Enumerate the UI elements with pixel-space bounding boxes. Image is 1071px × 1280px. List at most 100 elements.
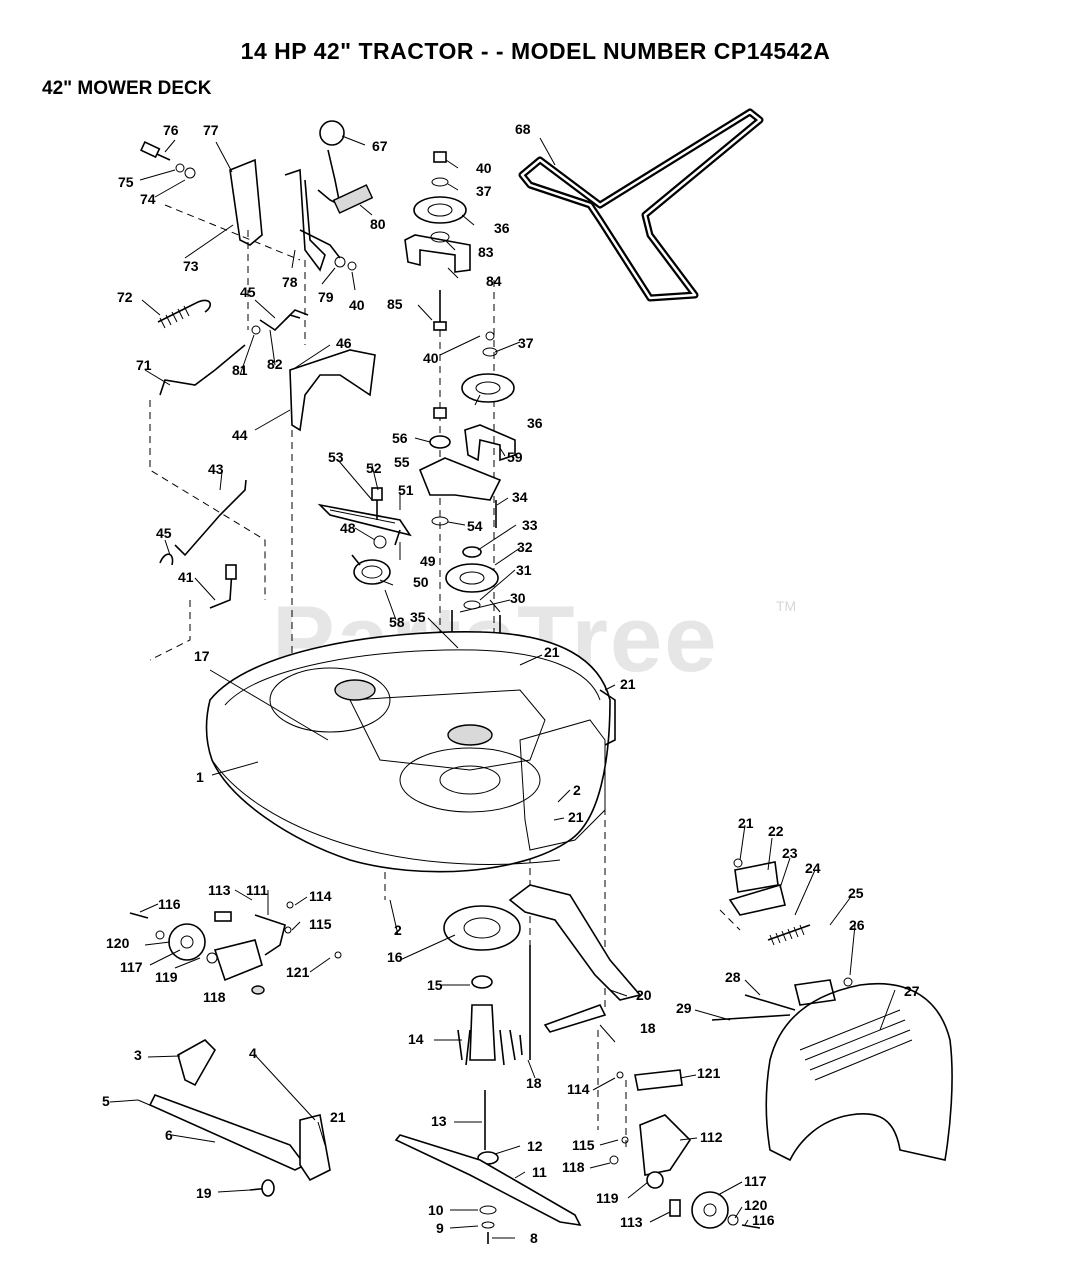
- spindle-pulley-stack: [418, 331, 516, 668]
- callout-44: 44: [232, 427, 248, 443]
- callout-13: 13: [431, 1113, 447, 1129]
- idler-arm-assembly: [317, 487, 412, 585]
- callout-37: 37: [476, 183, 492, 199]
- callout-73: 73: [183, 258, 199, 274]
- callout-113: 113: [620, 1214, 643, 1230]
- right-gauge-wheel-assembly: [609, 1069, 761, 1229]
- callout-74: 74: [140, 191, 156, 207]
- callout-68: 68: [515, 121, 531, 137]
- callout-78: 78: [282, 274, 298, 290]
- callout-81: 81: [232, 362, 248, 378]
- linkage-rods: [157, 299, 309, 609]
- callout-67: 67: [372, 138, 388, 154]
- callout-114: 114: [309, 888, 332, 904]
- callout-45: 45: [156, 525, 172, 541]
- callout-72: 72: [117, 289, 133, 305]
- callout-16: 16: [387, 949, 403, 965]
- callout-111: 111: [246, 882, 268, 898]
- callout-46: 46: [336, 335, 352, 351]
- callout-55: 55: [394, 454, 410, 470]
- trademark-mark: TM: [776, 598, 797, 614]
- callout-27: 27: [904, 983, 920, 999]
- callout-36: 36: [494, 220, 510, 236]
- callout-71: 71: [136, 357, 152, 373]
- callout-25: 25: [848, 885, 864, 901]
- callout-54: 54: [467, 518, 483, 534]
- callout-31: 31: [516, 562, 532, 578]
- callout-48: 48: [340, 520, 356, 536]
- callout-51: 51: [398, 482, 414, 498]
- idler-pulley-stack: [404, 151, 471, 331]
- callout-118: 118: [562, 1159, 585, 1175]
- callout-11: 11: [532, 1164, 547, 1180]
- callout-3: 3: [134, 1047, 142, 1063]
- callout-114: 114: [567, 1081, 590, 1097]
- callout-labels: 76 77 75 74 73 67 78 79 40 80 40 37 36 8…: [102, 121, 920, 1246]
- callout-17: 17: [194, 648, 210, 664]
- callout-leader-lines: [109, 135, 896, 1239]
- callout-21: 21: [544, 644, 560, 660]
- callout-19: 19: [196, 1185, 212, 1201]
- callout-36: 36: [527, 415, 543, 431]
- callout-4: 4: [249, 1045, 257, 1061]
- diagram-title: 14 HP 42" TRACTOR - - MODEL NUMBER CP145…: [240, 38, 831, 64]
- callout-117: 117: [744, 1173, 767, 1189]
- callout-8: 8: [530, 1230, 538, 1246]
- callout-75: 75: [118, 174, 134, 190]
- callout-21: 21: [620, 676, 636, 692]
- callout-53: 53: [328, 449, 344, 465]
- callout-59: 59: [507, 449, 523, 465]
- callout-112: 112: [700, 1129, 723, 1145]
- callout-20: 20: [636, 987, 652, 1003]
- callout-14: 14: [408, 1031, 424, 1047]
- discharge-chute: [711, 979, 953, 1162]
- belt-guard: [289, 349, 376, 432]
- callout-80: 80: [370, 216, 386, 232]
- chute-hinge-bracket: [728, 858, 853, 987]
- diagram-subtitle: 42" MOWER DECK: [42, 78, 212, 99]
- callout-45: 45: [240, 284, 256, 300]
- callout-1: 1: [196, 769, 204, 785]
- callout-115: 115: [572, 1137, 595, 1153]
- callout-9: 9: [436, 1220, 444, 1236]
- callout-113: 113: [208, 882, 231, 898]
- callout-77: 77: [203, 122, 219, 138]
- callout-21: 21: [330, 1109, 346, 1125]
- callout-118: 118: [203, 989, 226, 1005]
- callout-40: 40: [423, 350, 439, 366]
- callout-10: 10: [428, 1202, 444, 1218]
- callout-22: 22: [768, 823, 784, 839]
- discharge-chute-bracket: [508, 884, 642, 1060]
- callout-120: 120: [106, 935, 130, 951]
- callout-50: 50: [413, 574, 429, 590]
- callout-121: 121: [697, 1065, 721, 1081]
- callout-24: 24: [805, 860, 821, 876]
- callout-76: 76: [163, 122, 179, 138]
- callout-43: 43: [208, 461, 224, 477]
- callout-21: 21: [738, 815, 754, 831]
- callout-83: 83: [478, 244, 494, 260]
- callout-119: 119: [596, 1190, 619, 1206]
- callout-2: 2: [573, 782, 581, 798]
- callout-12: 12: [527, 1138, 543, 1154]
- callout-28: 28: [725, 969, 741, 985]
- callout-35: 35: [410, 609, 426, 625]
- callout-21: 21: [568, 809, 584, 825]
- callout-49: 49: [420, 553, 436, 569]
- callout-40: 40: [349, 297, 365, 313]
- callout-32: 32: [517, 539, 533, 555]
- callout-26: 26: [849, 917, 865, 933]
- callout-79: 79: [318, 289, 334, 305]
- callout-56: 56: [392, 430, 408, 446]
- callout-41: 41: [178, 569, 194, 585]
- callout-82: 82: [267, 356, 283, 372]
- callout-37: 37: [518, 335, 534, 351]
- callout-2: 2: [394, 922, 402, 938]
- callout-23: 23: [782, 845, 798, 861]
- callout-116: 116: [752, 1212, 775, 1228]
- callout-34: 34: [512, 489, 528, 505]
- callout-117: 117: [120, 959, 143, 975]
- callout-18: 18: [526, 1075, 542, 1091]
- callout-85: 85: [387, 296, 403, 312]
